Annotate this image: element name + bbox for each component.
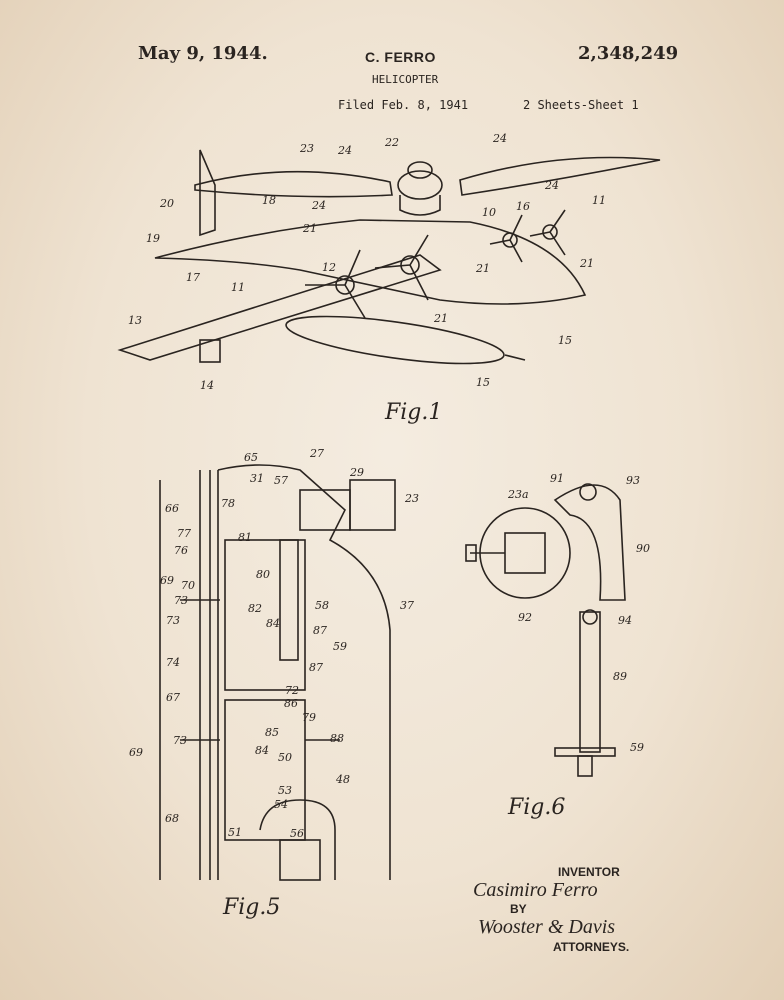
fig5-reference-numeral: 59: [333, 640, 347, 653]
fig5-reference-numeral: 81: [238, 531, 252, 544]
fig5-reference-numeral: 73: [166, 614, 180, 627]
fig5-reference-numeral: 69: [129, 746, 143, 759]
fig6-crank-drawing: [465, 483, 626, 777]
fig5-reference-numeral: 82: [248, 602, 262, 615]
fig5-reference-numeral: 70: [181, 579, 195, 592]
fig5-reference-numeral: 54: [274, 798, 288, 811]
fig5-section-drawing: [159, 464, 396, 881]
fig5-reference-numeral: 37: [400, 599, 414, 612]
fig1-reference-numeral: 24: [492, 132, 507, 145]
inventor-name: C. FERRO: [365, 49, 436, 65]
fig1-reference-numeral: 16: [516, 200, 530, 213]
fig5-reference-numeral: 74: [166, 656, 180, 669]
fig1-reference-numeral: 11: [231, 281, 245, 294]
fig5-reference-numeral: 84: [266, 617, 280, 630]
fig5-reference-numeral: 66: [165, 502, 179, 515]
fig5-reference-numeral: 23: [404, 492, 419, 505]
fig1-reference-numeral: 15: [558, 334, 572, 347]
fig6-reference-numeral: 94: [618, 614, 632, 627]
fig5-reference-numeral: 79: [302, 711, 316, 724]
fig1-reference-numeral: 11: [592, 194, 606, 207]
fig6-reference-numeral: 59: [630, 741, 644, 754]
fig6-reference-numeral: 93: [626, 474, 640, 487]
fig5-reference-numeral: 48: [335, 773, 350, 786]
fig6-reference-numeral: 90: [636, 542, 650, 555]
fig5-reference-numeral: 58: [315, 599, 329, 612]
fig1-reference-numeral: 24: [544, 179, 559, 192]
fig5-reference-numeral: 31: [250, 472, 264, 485]
fig5-reference-numeral: 50: [278, 751, 292, 764]
fig5-reference-numeral: 72: [285, 684, 299, 697]
fig1-reference-numeral: 24: [337, 144, 352, 157]
fig5-reference-numeral: 77: [177, 527, 191, 540]
fig5-reference-numeral: 56: [290, 827, 304, 840]
fig1-reference-numeral: 19: [146, 232, 160, 245]
by-label: BY: [510, 902, 527, 916]
fig5-reference-numeral: 53: [278, 784, 292, 797]
sheet-count: 2 Sheets-Sheet 1: [523, 98, 639, 112]
fig6-reference-numeral: 91: [550, 472, 564, 485]
fig1-reference-numeral: 23: [299, 142, 314, 155]
fig6-reference-numeral: 89: [613, 670, 627, 683]
fig1-reference-numeral: 14: [200, 379, 214, 392]
inventor-label: INVENTOR: [558, 865, 620, 879]
fig5-reference-numeral: 87: [309, 661, 323, 674]
fig1-reference-numeral: 18: [262, 194, 276, 207]
fig1-reference-numeral: 17: [186, 271, 200, 284]
fig5-reference-numeral: 57: [274, 474, 288, 487]
fig5-reference-numeral: 78: [221, 497, 235, 510]
fig5-reference-numeral: 69: [160, 574, 174, 587]
fig5-reference-numeral: 73: [174, 594, 188, 607]
fig5-reference-numeral: 76: [174, 544, 188, 557]
attorneys-label: ATTORNEYS.: [553, 940, 630, 954]
patent-date: May 9, 1944.: [138, 43, 268, 64]
fig1-reference-numeral: 21: [475, 262, 490, 275]
fig5-reference-numeral: 68: [165, 812, 179, 825]
fig5-reference-numeral: 67: [166, 691, 180, 704]
attorney-signature: Wooster & Davis: [478, 916, 616, 938]
fig1-reference-numeral: 20: [159, 197, 174, 210]
patent-number: 2,348,249: [578, 43, 679, 64]
fig5-reference-numeral: 84: [255, 744, 269, 757]
fig6-reference-numeral: 92: [518, 611, 532, 624]
fig1-helicopter-drawing: [117, 149, 661, 365]
fig1-reference-numeral: 21: [302, 222, 317, 235]
fig5-reference-numeral: 85: [265, 726, 279, 739]
fig5-label: Fig.5: [223, 895, 281, 920]
fig5-reference-numeral: 27: [309, 447, 324, 460]
fig5-reference-numeral: 88: [330, 732, 344, 745]
fig5-reference-numeral: 51: [228, 826, 242, 839]
fig1-reference-numeral: 21: [433, 312, 448, 325]
fig5-reference-numeral: 29: [349, 466, 364, 479]
fig6-label: Fig.6: [508, 795, 566, 820]
fig5-reference-numeral: 87: [313, 624, 327, 637]
filed-date: Filed Feb. 8, 1941: [338, 98, 469, 112]
fig1-reference-numeral: 12: [322, 261, 336, 274]
fig5-reference-numeral: 80: [256, 568, 270, 581]
patent-title: HELICOPTER: [372, 73, 439, 86]
fig5-reference-numeral: 86: [284, 697, 298, 710]
fig1-label: Fig.1: [385, 400, 443, 425]
fig6-reference-numeral: 23a: [507, 488, 529, 501]
inventor-signature: Casimiro Ferro: [473, 879, 598, 901]
fig1-reference-numeral: 24: [311, 199, 326, 212]
fig1-reference-numeral: 22: [384, 136, 399, 149]
fig1-reference-numeral: 15: [476, 376, 490, 389]
fig1-reference-numeral: 10: [482, 206, 496, 219]
fig1-reference-numeral: 13: [128, 314, 142, 327]
fig1-reference-numeral: 21: [579, 257, 594, 270]
fig5-reference-numeral: 73: [173, 734, 187, 747]
fig5-reference-numeral: 65: [244, 451, 258, 464]
